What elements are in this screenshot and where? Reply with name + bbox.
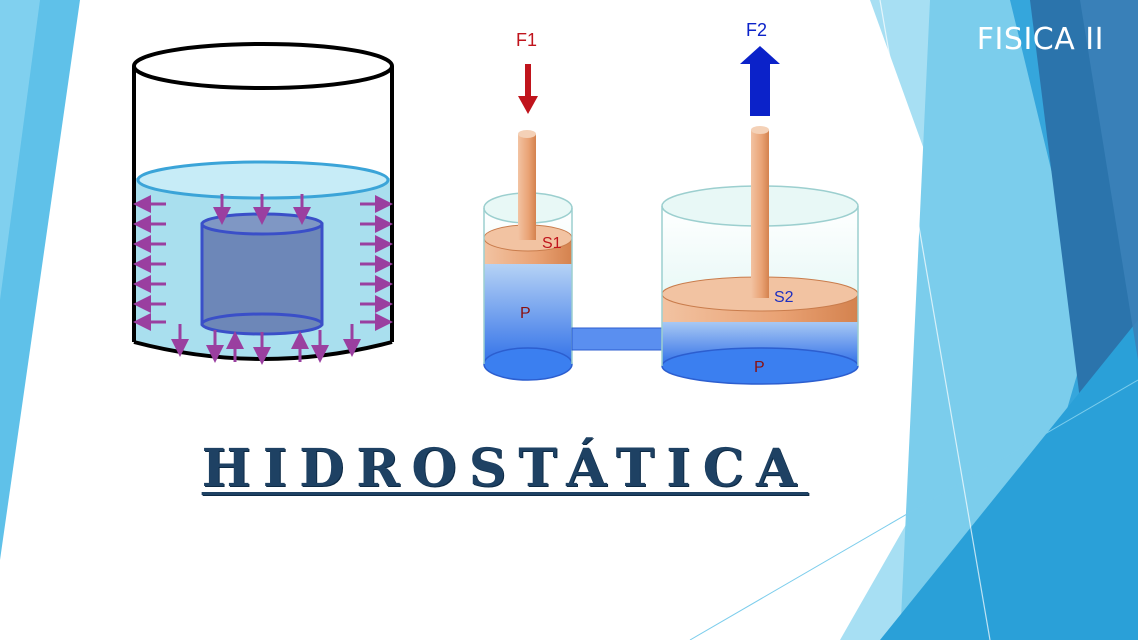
pressure-large-label: P	[754, 359, 765, 376]
force-out-label: F2	[746, 20, 767, 40]
slide-title: HIDROSTÁTICA	[201, 438, 809, 499]
beaker-diagram	[132, 42, 394, 365]
hydraulic-press-diagram: F1 F2 S1 P	[483, 20, 859, 385]
right-accent-top	[1080, 0, 1138, 360]
right-accent-bottom	[880, 320, 1138, 640]
decor-line	[689, 379, 1138, 640]
water-surface	[136, 160, 390, 200]
large-cylinder	[661, 126, 859, 385]
small-piston-label: S1	[542, 235, 562, 252]
force-out-arrow	[740, 46, 780, 116]
force-in-label: F1	[516, 30, 537, 50]
course-title: FISICA II	[976, 22, 1104, 57]
cylinder-base	[200, 312, 324, 336]
cylinder-body	[200, 222, 324, 326]
large-piston-label: S2	[774, 289, 794, 306]
left-accent-triangle-light	[0, 0, 40, 300]
pressure-arrows	[133, 194, 393, 365]
pressure-small-label: P	[520, 305, 531, 322]
connecting-pipe	[571, 327, 663, 351]
small-cylinder	[483, 130, 573, 381]
large-piston-rod	[751, 130, 769, 298]
small-piston-rod	[518, 134, 536, 240]
submerged-cylinder	[200, 212, 324, 336]
force-in-arrow	[518, 64, 538, 114]
beaker-rim	[132, 42, 394, 90]
cylinder-top	[200, 212, 324, 236]
decor-line-white	[879, 0, 991, 640]
